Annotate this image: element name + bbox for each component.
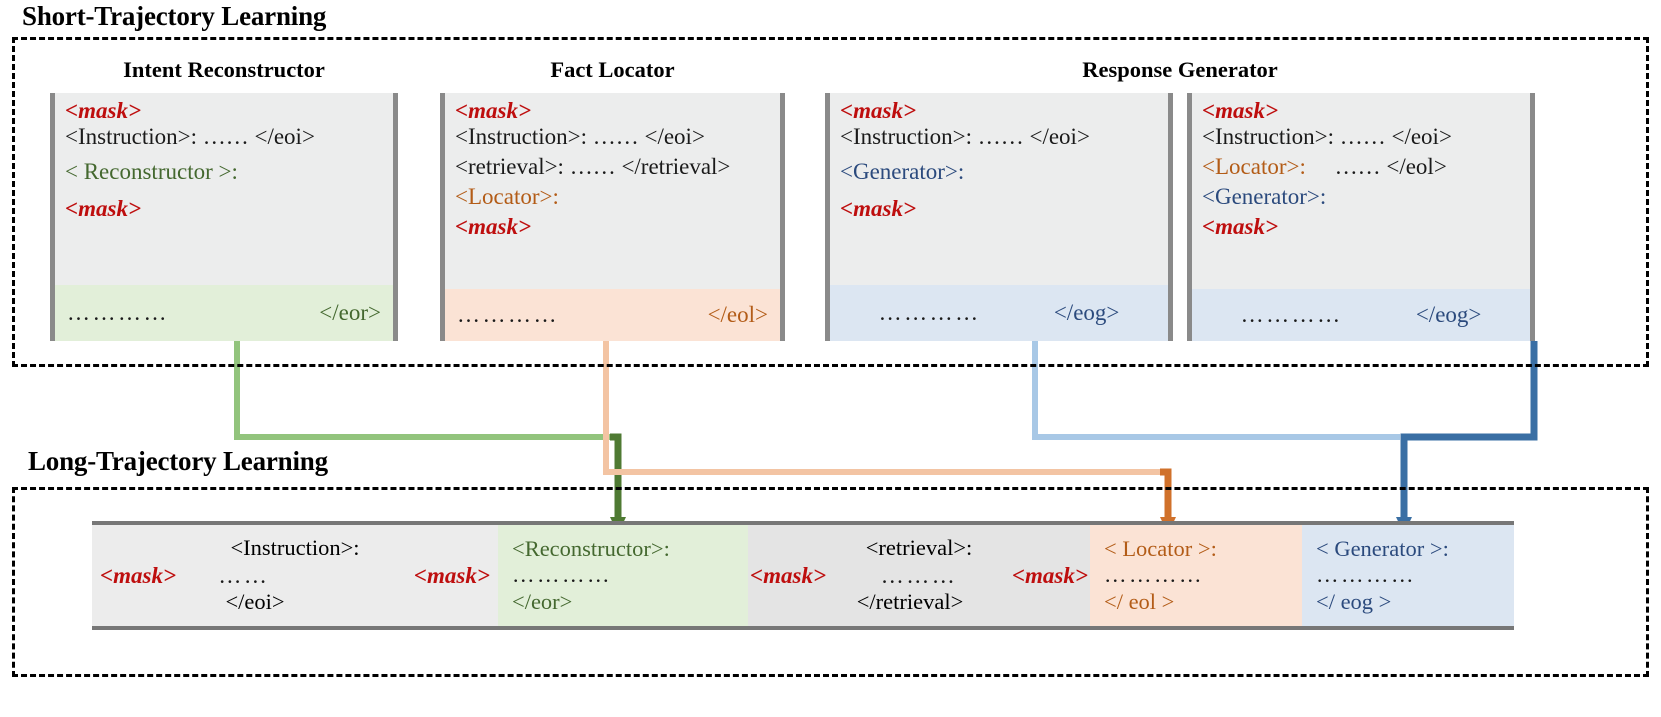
token-eol: </ eol > bbox=[1104, 588, 1175, 614]
ellipsis: ………… bbox=[457, 302, 559, 327]
panel-footer-output: ………… </eol> bbox=[445, 289, 780, 341]
line-locator-rest: …… </eol> bbox=[1305, 154, 1447, 179]
token-mask: <mask> bbox=[1011, 562, 1088, 588]
line-instruction: <Instruction>: …… </eoi> bbox=[455, 124, 705, 149]
long-trajectory-sequence-bar[interactable]: <Instruction>: <mask> …… <mask> </eoi> <… bbox=[92, 521, 1514, 630]
token-mask: <mask> bbox=[840, 98, 917, 123]
cell-retrieval-tag: <retrieval>: bbox=[865, 535, 973, 561]
token-mask: <mask> bbox=[413, 562, 490, 588]
token-mask: <mask> bbox=[65, 196, 142, 221]
panel-body: <mask> <Instruction>: …… </eoi> <retriev… bbox=[445, 93, 780, 241]
long-trajectory-title: Long-Trajectory Learning bbox=[28, 446, 328, 476]
panel-body: <mask> <Instruction>: …… </eoi> <Generat… bbox=[830, 93, 1168, 223]
token-mask: <mask> bbox=[455, 214, 532, 239]
panel-heading-intent-reconstructor: Intent Reconstructor bbox=[123, 57, 325, 82]
token-mask: <mask> bbox=[65, 98, 142, 123]
short-trajectory-title: Short-Trajectory Learning bbox=[22, 1, 327, 31]
line-generator-open: <Generator>: bbox=[1202, 184, 1327, 209]
short-trajectory-container bbox=[12, 37, 1649, 367]
ellipsis: ………… bbox=[1104, 562, 1204, 588]
token-eog: </eog> bbox=[1053, 300, 1120, 325]
cell-reconstructor-tag: <Reconstructor>: bbox=[512, 535, 670, 561]
cell-locator[interactable]: < Locator >: ………… </ eol > bbox=[1090, 525, 1302, 626]
ellipsis: ………… bbox=[67, 300, 169, 325]
connector-generator-a bbox=[1032, 341, 1400, 440]
token-eol: </eol> bbox=[707, 302, 768, 327]
panel-intent-reconstructor[interactable]: <mask> <Instruction>: …… </eoi> < Recons… bbox=[50, 93, 398, 341]
panel-footer-output: ………… </eor> bbox=[55, 285, 393, 341]
panel-response-generator-a[interactable]: <mask> <Instruction>: …… </eoi> <Generat… bbox=[825, 93, 1173, 341]
panel-footer-output: ………… </eog> bbox=[1192, 289, 1530, 341]
panel-body: <mask> <Instruction>: …… </eoi> < Recons… bbox=[55, 93, 393, 223]
panel-fact-locator[interactable]: <mask> <Instruction>: …… </eoi> <retriev… bbox=[440, 93, 785, 341]
token-mask: <mask> bbox=[1202, 98, 1279, 123]
token-eog: </eog> bbox=[1415, 302, 1482, 327]
ellipsis: …… bbox=[218, 562, 270, 588]
panel-footer-output: ………… </eog> bbox=[830, 285, 1168, 341]
token-mask: <mask> bbox=[455, 98, 532, 123]
cell-instruction[interactable]: <Instruction>: <mask> …… <mask> </eoi> bbox=[92, 525, 498, 626]
ellipsis: ………… bbox=[512, 562, 612, 588]
token-retrieval-close: </retrieval> bbox=[856, 589, 964, 615]
line-locator-open: <Locator>: bbox=[455, 184, 559, 209]
token-locator-open: <Locator>: bbox=[1202, 154, 1306, 179]
token-eog: </ eog > bbox=[1316, 588, 1392, 614]
ellipsis: ……… bbox=[880, 562, 958, 588]
token-mask: <mask> bbox=[750, 562, 827, 588]
line-reconstructor-open: < Reconstructor >: bbox=[65, 159, 238, 184]
token-eor: </eor> bbox=[319, 300, 381, 325]
line-instruction: <Instruction>: …… </eoi> bbox=[1202, 124, 1452, 149]
token-mask: <mask> bbox=[100, 562, 177, 588]
panel-response-generator-b[interactable]: <mask> <Instruction>: …… </eoi> <Locator… bbox=[1187, 93, 1535, 341]
token-mask: <mask> bbox=[1202, 214, 1279, 239]
panel-body: <mask> <Instruction>: …… </eoi> <Locator… bbox=[1192, 93, 1530, 241]
long-trajectory-container bbox=[12, 487, 1649, 677]
cell-instruction-midrow: <mask> …… <mask> bbox=[92, 562, 498, 589]
token-mask: <mask> bbox=[840, 196, 917, 221]
line-instruction: <Instruction>: …… </eoi> bbox=[840, 124, 1090, 149]
cell-instruction-tag: <Instruction>: bbox=[230, 535, 360, 561]
cell-reconstructor[interactable]: <Reconstructor>: ………… </eor> bbox=[498, 525, 748, 626]
line-locator: <Locator>: …… </eol> bbox=[1202, 155, 1520, 178]
ellipsis: ………… bbox=[1240, 302, 1343, 327]
panel-heading-response-generator: Response Generator bbox=[1082, 57, 1278, 82]
cell-retrieval[interactable]: <retrieval>: <mask> ……… <mask> </retriev… bbox=[748, 525, 1090, 626]
cell-generator[interactable]: < Generator >: ………… </ eog > bbox=[1302, 525, 1514, 626]
line-instruction: <Instruction>: …… </eoi> bbox=[65, 124, 315, 149]
cell-retrieval-midrow: <mask> ……… <mask> bbox=[748, 562, 1090, 589]
line-retrieval: <retrieval>: …… </retrieval> bbox=[455, 154, 731, 179]
cell-generator-tag: < Generator >: bbox=[1316, 535, 1449, 561]
token-eoi: </eoi> bbox=[225, 589, 285, 615]
cell-locator-tag: < Locator >: bbox=[1104, 535, 1217, 561]
ellipsis: ………… bbox=[878, 300, 981, 325]
line-generator-open: <Generator>: bbox=[840, 159, 965, 184]
ellipsis: ………… bbox=[1316, 562, 1416, 588]
token-eor: </eor> bbox=[512, 588, 573, 614]
panel-heading-fact-locator: Fact Locator bbox=[550, 57, 675, 82]
